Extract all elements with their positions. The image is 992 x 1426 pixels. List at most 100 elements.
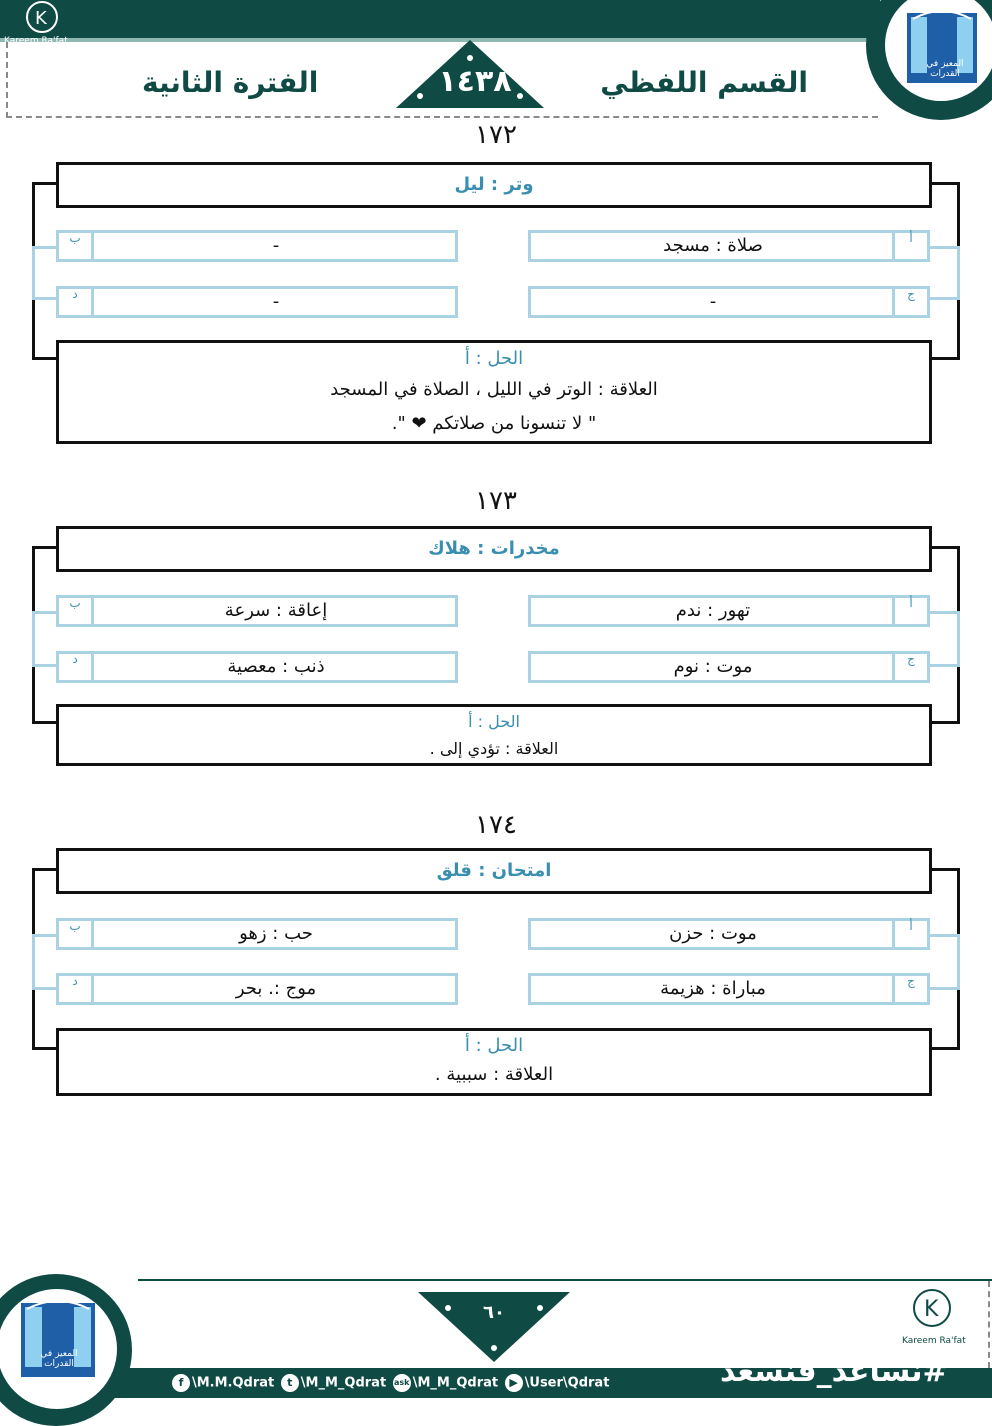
options-bracket-left [32, 611, 72, 667]
page-triangle [418, 1292, 570, 1362]
book-logo-icon [21, 1300, 95, 1377]
footer-logo: المعيز في القدرات [0, 1286, 120, 1412]
footer-logo-text: المعيز في القدرات [40, 1349, 78, 1369]
svg-text:K: K [35, 8, 48, 29]
option-letter: ج [907, 287, 915, 301]
option-divider [91, 654, 94, 680]
option-c[interactable]: ج مباراة : هزيمة [528, 973, 930, 1005]
footer-band [0, 1368, 992, 1398]
solution-line: " لا تنسونا من صلاتكم ❤ ". [391, 413, 597, 434]
option-divider [91, 976, 94, 1002]
option-a[interactable]: أ موت : حزن [528, 918, 930, 950]
question-number: ١٧٢ [475, 120, 517, 150]
option-divider [892, 921, 895, 947]
brand-name: Kareem Ra'fat [4, 36, 68, 46]
solution-line: العلاقة : الوتر في الليل ، الصلاة في الم… [330, 379, 658, 400]
social-links: f\M.M.Qdrat t\M_M_Qdrat ask\M_M_Qdrat ▶\… [170, 1374, 609, 1392]
footer-top-line [138, 1279, 992, 1281]
option-text: إعاقة : سرعة [224, 600, 328, 621]
option-d[interactable]: د موج :. بحر [56, 973, 458, 1005]
outer-bracket [32, 868, 960, 1050]
option-divider [91, 598, 94, 624]
footer-frame [138, 1281, 990, 1368]
solution-label: الحل : أ [464, 1035, 524, 1056]
option-letter: ج [907, 974, 915, 988]
question-stem: مخدرات : هلاك [56, 526, 932, 572]
option-text: مباراة : هزيمة [660, 978, 766, 999]
header-logo-text: المعيز في القدرات [926, 59, 964, 79]
question-stem: وتر : ليل [56, 162, 932, 208]
twitter-icon[interactable]: t [280, 1374, 299, 1392]
option-divider [91, 921, 94, 947]
question-number: ١٧٣ [475, 486, 517, 516]
option-divider [892, 233, 895, 259]
header-frame [6, 42, 878, 118]
option-b[interactable]: ب إعاقة : سرعة [56, 595, 458, 627]
option-c[interactable]: ج - [528, 286, 930, 318]
question-stem: امتحان : قلق [56, 848, 932, 894]
social-handle[interactable]: \M.M.Qdrat [192, 1375, 275, 1391]
options-bracket-right [920, 246, 960, 300]
option-text: - [272, 235, 280, 256]
option-letter: ب [69, 919, 81, 933]
footer-brand-logo: K Kareem Ra'fat [902, 1284, 982, 1350]
solution-line: العلاقة : تؤدي إلى . [429, 739, 559, 758]
solution-label: الحل : أ [464, 348, 524, 369]
option-divider [892, 976, 895, 1002]
header-logo: المعيز في القدرات [882, 0, 992, 104]
option-b[interactable]: ب حب : زهو [56, 918, 458, 950]
option-a[interactable]: أ صلاة : مسجد [528, 230, 930, 262]
option-divider [892, 598, 895, 624]
option-divider [91, 233, 94, 259]
solution-box: الحل : أ العلاقة : الوتر في الليل ، الصل… [56, 340, 932, 444]
option-letter: د [72, 287, 78, 301]
social-handle[interactable]: \User\Qdrat [524, 1375, 610, 1391]
option-letter: أ [909, 596, 913, 610]
option-d[interactable]: د - [56, 286, 458, 318]
question-number: ١٧٤ [475, 810, 517, 840]
option-c[interactable]: ج موت : نوم [528, 651, 930, 683]
svg-text:K: K [924, 1297, 939, 1322]
option-text: - [272, 291, 280, 312]
facebook-icon[interactable]: f [172, 1374, 190, 1392]
option-letter: أ [909, 919, 913, 933]
option-letter: أ [909, 231, 913, 245]
options-bracket-right [920, 611, 960, 667]
option-d[interactable]: د ذنب : معصية [56, 651, 458, 683]
option-divider [892, 654, 895, 680]
options-bracket-right [920, 934, 960, 990]
option-letter: د [72, 652, 78, 666]
solution-box: الحل : أ العلاقة : تؤدي إلى . [56, 704, 932, 766]
option-text: تهور : ندم [675, 600, 751, 621]
option-letter: ب [69, 231, 81, 245]
option-text: حب : زهو [239, 923, 313, 944]
options-bracket-left [32, 934, 72, 990]
askfm-icon[interactable]: ask [392, 1374, 411, 1392]
social-handle[interactable]: \M_M_Qdrat [412, 1375, 499, 1391]
option-text: موت : حزن [669, 923, 757, 944]
k-logo-icon: K [26, 1, 58, 33]
option-a[interactable]: أ تهور : ندم [528, 595, 930, 627]
outer-bracket [32, 182, 960, 360]
option-text: موت : نوم [673, 656, 753, 677]
year-label: ١٤٣٨ [438, 64, 512, 99]
period-title: الفترة الثانية [142, 66, 319, 99]
section-title: القسم اللفظي [600, 66, 808, 99]
solution-line: العلاقة : سببية . [434, 1064, 554, 1085]
option-text: ذنب : معصية [227, 656, 325, 677]
social-handle[interactable]: \M_M_Qdrat [300, 1375, 387, 1391]
footer-brand-name: Kareem Ra'fat [902, 1336, 966, 1346]
brand-logo: K Kareem Ra'fat [4, 0, 84, 48]
k-logo-icon: K [913, 1289, 951, 1327]
option-b[interactable]: ب - [56, 230, 458, 262]
youtube-icon[interactable]: ▶ [504, 1374, 523, 1392]
options-bracket-left [32, 246, 72, 300]
option-letter: د [72, 974, 78, 988]
option-letter: ج [907, 652, 915, 666]
hashtag: #نساعد_فنسعد [720, 1354, 948, 1389]
book-logo-icon [907, 10, 977, 83]
solution-box: الحل : أ العلاقة : سببية . [56, 1028, 932, 1096]
option-letter: ب [69, 596, 81, 610]
option-text: موج :. بحر [235, 978, 317, 999]
option-text: - [709, 291, 717, 312]
